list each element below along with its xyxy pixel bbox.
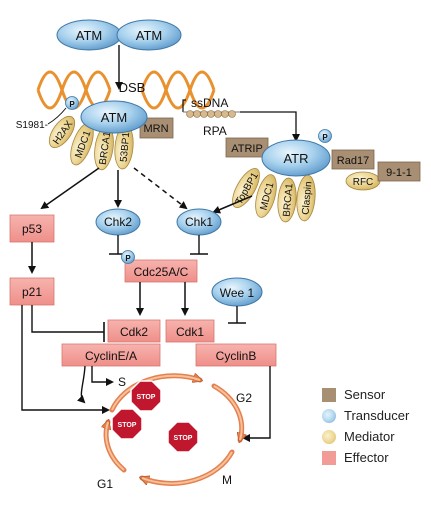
atr-label: ATR (283, 151, 308, 166)
cell-cycle-ring-inner (105, 374, 243, 485)
phase-m-label: M (222, 473, 232, 487)
legend-label-effector: Effector (344, 450, 389, 465)
ssdna-label: ssDNA (191, 96, 228, 110)
legend-label-mediator: Mediator (344, 429, 395, 444)
arrow-cyclin-to-cycle (76, 365, 86, 404)
legend-item-transducer: Transducer (322, 405, 430, 426)
chk2-label: Chk2 (104, 215, 132, 229)
stop-label-left: STOP (118, 422, 137, 429)
brca1-atr-label: BRCA1 (282, 183, 296, 218)
atm-phospho-dot (65, 96, 79, 110)
wee1-label: Wee 1 (220, 286, 255, 300)
cyclin-ea-box (61, 343, 161, 367)
p21-box (9, 277, 55, 306)
cdc25-phospho-dot (121, 250, 135, 264)
atm-label: ATM (101, 110, 127, 125)
arrow-cyclin-to-s (91, 366, 114, 386)
phase-g1-label: G1 (97, 477, 113, 491)
atrip-label: ATRIP (231, 143, 263, 155)
atr-phospho-dot (318, 129, 332, 143)
stop-sign-left: STOP (111, 408, 143, 440)
stop-label-top: STOP (137, 394, 156, 401)
legend-label-sensor: Sensor (344, 387, 386, 402)
cdc25-phospho-label: P (125, 254, 131, 263)
nine-one-one-box (377, 161, 421, 182)
legend-item-mediator: Mediator (322, 426, 430, 447)
ssdna-rpa: ssDNA RPA (182, 96, 240, 138)
transducer-swatch (322, 408, 336, 423)
rpa-label: RPA (203, 124, 227, 138)
s1981-pointer (47, 107, 67, 125)
cdc25-label: Cdc25A/C (134, 265, 189, 279)
atm-dimer-right-label: ATM (136, 28, 162, 43)
arrow-atr-to-chk1 (212, 195, 253, 214)
legend-item-effector: Effector (322, 447, 430, 468)
p53-box (9, 214, 55, 243)
atr-complex: TopBP1 MDC1 BRCA1 Claspin ATRIP ATR P Ra… (225, 129, 421, 223)
rad17-label: Rad17 (337, 155, 369, 167)
cdc25-box (124, 259, 198, 283)
s1981-label: S1981- (16, 120, 48, 131)
arrow-atm-to-chk1-dashed (133, 167, 188, 210)
arrow-rpa-to-atr (240, 111, 300, 142)
atm-dimer-left-label: ATM (76, 28, 102, 43)
mediator-swatch (322, 429, 336, 444)
stop-sign-right: STOP (167, 421, 199, 453)
cyclin-b-label: CyclinB (216, 349, 257, 363)
brca1-atm-label: BRCA1 (98, 131, 114, 166)
effector-swatch (322, 450, 336, 465)
atm-phospho-label: P (69, 100, 75, 109)
sensor-swatch (322, 387, 336, 402)
atr-phospho-label: P (322, 133, 328, 142)
phase-g2-label: G2 (236, 391, 252, 405)
atm-dimer: ATM ATM (56, 19, 182, 51)
legend-item-sensor: Sensor (322, 384, 430, 405)
cdk1-box (165, 319, 215, 343)
arrow-p21-to-g1 (21, 305, 110, 414)
rad17-box (331, 149, 375, 170)
53bp1-label: 53BP1 (119, 131, 133, 162)
legend: Sensor Transducer Mediator Effector (322, 384, 430, 468)
phase-s-label: S (118, 375, 126, 389)
cyclin-ea-label: CyclinE/A (85, 349, 137, 363)
cdk2-label: Cdk2 (120, 325, 148, 339)
rfc-label: RFC (353, 177, 374, 188)
cdk2-box (107, 319, 161, 343)
stop-label-right: STOP (174, 435, 193, 442)
nine-one-one-label: 9-1-1 (386, 167, 412, 179)
mrn-label: MRN (143, 123, 168, 135)
dsb-label: DSB (119, 80, 146, 95)
claspin-label: Claspin (301, 181, 315, 215)
arrow-cyclinb-to-m (242, 366, 271, 442)
mrn-box (139, 117, 174, 139)
p53-label: p53 (22, 222, 42, 236)
atm-complex: H2AX MDC1 BRCA1 53BP1 MRN ATM P S1981- (16, 96, 174, 171)
arrow-atm-to-p53 (40, 167, 100, 210)
cdk1-label: Cdk1 (176, 325, 204, 339)
legend-label-transducer: Transducer (344, 408, 410, 423)
cyclin-b-box (195, 343, 277, 367)
stop-sign-top: STOP (130, 380, 162, 412)
chk1-label: Chk1 (185, 215, 213, 229)
p21-label: p21 (22, 285, 42, 299)
